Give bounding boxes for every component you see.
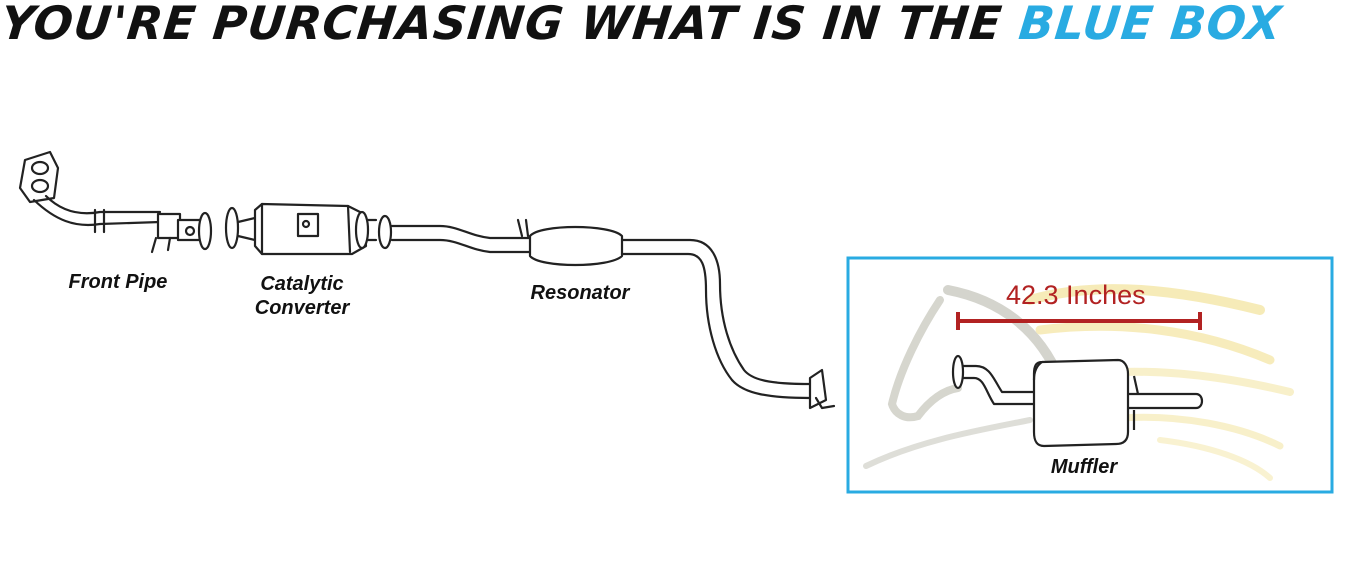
muffler-drawing [951,354,1204,448]
muffler-length-label: 42.3 Inches [1006,280,1146,310]
front-pipe-label: Front Pipe [68,271,168,293]
catalytic-converter-label-line-1: Catalytic [260,273,344,295]
measurement-indicator [956,312,1202,330]
resonator-label: Resonator [530,282,630,304]
blue-box-frame [846,256,1334,494]
catalytic-converter-label-line-2: Converter [254,297,350,319]
muffler-label: Muffler [1050,456,1118,478]
catalytic-converter-label: Catalytic Converter [232,272,372,320]
front-pipe-drawing [18,150,213,254]
resonator-drawing [377,214,836,410]
catalytic-converter-drawing [224,202,378,256]
